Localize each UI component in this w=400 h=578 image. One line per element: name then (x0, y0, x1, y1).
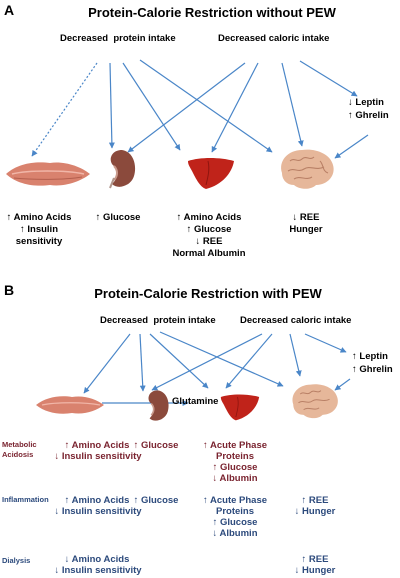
panel-a-hormone-1: ↓ Leptin (348, 97, 384, 108)
arrow-b-caloric-hormones (304, 333, 347, 353)
arrow-a-protein-brain (139, 59, 273, 153)
panel-b-caloric-label: Decreased caloric intake (240, 315, 352, 326)
liver-icon (188, 158, 234, 189)
panel-b-hormone-2: ↑ Ghrelin (352, 364, 393, 375)
kidney-icon (148, 390, 169, 421)
arrow-a-caloric-liver (211, 62, 259, 153)
panel-a-muscle-outcome-3: sensitivity (15, 236, 63, 247)
row2-liver-outcome-2: Proteins (215, 506, 254, 517)
row3-muscle-outcome-1: ↓ Amino Acids (64, 554, 130, 565)
arrow-b-protein-brain (159, 331, 284, 387)
kidney-icon (109, 150, 136, 189)
arrow-b-caloric-kidney (151, 333, 263, 391)
row-label-dialysis: Dialysis (2, 556, 31, 565)
row1-liver-outcome-1: ↑ Acute Phase (202, 440, 268, 451)
panel-a-protein-label: Decreased protein intake (60, 33, 176, 44)
arrow-a-protein-kidney (108, 62, 115, 149)
liver-icon (220, 394, 260, 421)
arrow-b-caloric-liver (225, 333, 273, 389)
row3-brain-outcome-2: ↓ Hunger (294, 565, 336, 576)
arrow-a-caloric-hormones (299, 60, 358, 97)
brain-icon (281, 149, 334, 189)
panel-a-liver-outcome-4: Normal Albumin (172, 248, 246, 259)
row2-muscle-outcome-2: ↓ Insulin sensitivity (54, 506, 142, 517)
arrow-a-protein-liver (122, 62, 181, 151)
row2-brain-outcome-1: ↑ REE (301, 495, 329, 506)
row2-liver-outcome-4: ↓ Albumin (212, 528, 258, 539)
panel-a-letter: A (4, 2, 15, 18)
panel-b-letter: B (4, 282, 15, 298)
row1-muscle-outcome-2: ↓ Insulin sensitivity (54, 451, 142, 462)
row3-muscle-outcome-2: ↓ Insulin sensitivity (54, 565, 142, 576)
arrow-b-protein-kidney (139, 333, 146, 392)
glutamine-label: Glutamine (172, 396, 219, 407)
panel-b-hormone-1: ↑ Leptin (352, 351, 388, 362)
panel-b-protein-label: Decreased protein intake (100, 315, 216, 326)
arrow-b-hormones-brain (334, 378, 351, 391)
row1-muscle-outcome-1: ↑ Amino Acids (64, 440, 130, 451)
panel-a-brain-outcome-2: Hunger (289, 224, 323, 235)
row3-brain-outcome-1: ↑ REE (301, 554, 329, 565)
panel-b-title: Protein-Calorie Restriction with PEW (94, 286, 322, 301)
muscle-icon (6, 162, 90, 186)
panel-a-kidney-outcome-1: ↑ Glucose (95, 212, 141, 223)
row1-kidney-outcome-1: ↑ Glucose (133, 440, 179, 451)
panel-a-hormone-2: ↑ Ghrelin (348, 110, 389, 121)
row2-brain-outcome-2: ↓ Hunger (294, 506, 336, 517)
panel-a-caloric-label: Decreased caloric intake (218, 33, 330, 44)
panel-a-muscle-outcome-2: ↑ Insulin (20, 224, 58, 235)
panel-a-brain-outcome-1: ↓ REE (292, 212, 320, 223)
row-label-inflammation: Inflammation (2, 495, 49, 504)
arrow-b-caloric-brain (289, 333, 302, 377)
muscle-icon (36, 396, 104, 414)
brain-icon (292, 384, 338, 419)
row-label-metabolic-acidosis-2: Acidosis (2, 450, 34, 459)
arrow-a-caloric-kidney (127, 62, 246, 153)
panel-a-title: Protein-Calorie Restriction without PEW (88, 5, 336, 20)
panel-a-liver-outcome-3: ↓ REE (195, 236, 223, 247)
panel-a-liver-outcome-2: ↑ Glucose (186, 224, 232, 235)
row1-liver-outcome-4: ↓ Albumin (212, 473, 258, 484)
row2-liver-outcome-1: ↑ Acute Phase (202, 495, 268, 506)
row1-liver-outcome-3: ↑ Glucose (212, 462, 258, 473)
row2-kidney-outcome-1: ↑ Glucose (133, 495, 179, 506)
row1-liver-outcome-2: Proteins (215, 451, 254, 462)
panel-a-muscle-outcome-1: ↑ Amino Acids (6, 212, 72, 223)
arrow-a-protein-muscle (31, 62, 98, 157)
arrow-b-protein-glutamine (149, 333, 209, 389)
panel-a-liver-outcome-1: ↑ Amino Acids (176, 212, 242, 223)
arrow-a-hormones-brain (334, 134, 369, 159)
row2-liver-outcome-3: ↑ Glucose (212, 517, 258, 528)
arrow-a-caloric-brain (281, 62, 304, 147)
row2-muscle-outcome-1: ↑ Amino Acids (64, 495, 130, 506)
arrow-b-protein-muscle (83, 333, 131, 394)
row-label-metabolic-acidosis-1: Metabolic (2, 440, 37, 449)
